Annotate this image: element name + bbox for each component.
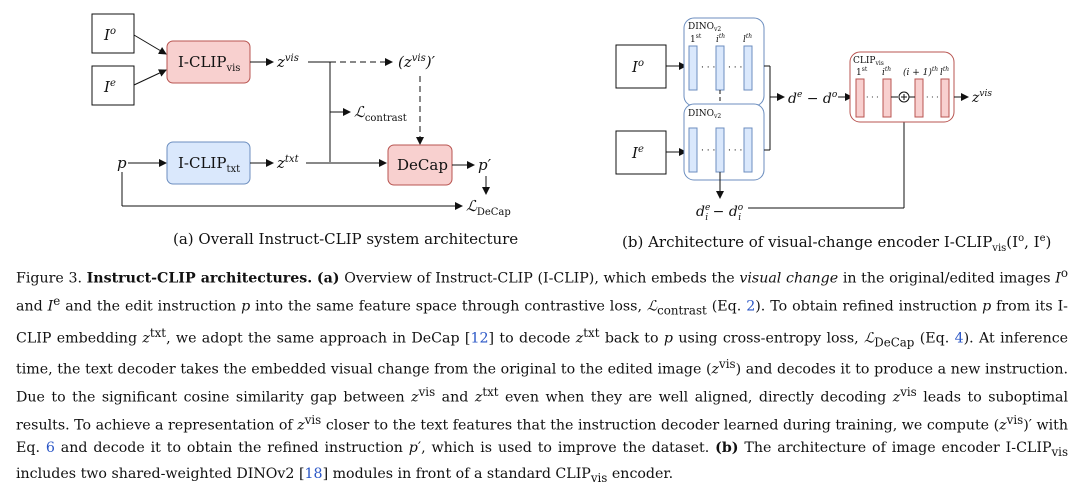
figure-diagrams: Io Ie I-CLIPvis zvis (zvis)′ ℒcontrast p… [91,13,992,223]
dino-top-ith: ith [716,33,725,45]
input-ie-label: Ie [103,78,116,96]
svg-text:· · ·: · · · [701,63,715,73]
panel-b-diagram: Io Ie DINOv2 1st ith lth · · · · · · DIN… [615,17,992,223]
svg-text:lth: lth [940,66,949,78]
input-io-label: Io [103,26,116,44]
panel-a-caption: (a) Overall Instruct-CLIP system archite… [173,230,519,248]
b-input-io-label: Io [631,58,644,76]
z-vis-label: zvis [276,53,299,71]
panel-b-caption: (b) Architecture of visual-change encode… [622,233,1052,254]
dino-top-1st: 1st [690,33,702,45]
iclip-vis-label: I-CLIPvis [178,53,240,74]
svg-text:(i + 1)th: (i + 1)th [903,66,938,78]
ref18-link[interactable]: 18 [304,466,323,483]
dino-top-lth: lth [743,33,752,45]
svg-text:· · ·: · · · [926,93,939,102]
svg-text:· · ·: · · · [701,146,715,156]
ref12-link[interactable]: 12 [470,330,489,347]
panel-a-diagram: Io Ie I-CLIPvis zvis (zvis)′ ℒcontrast p… [91,13,511,218]
z-vis-prime-label: (zvis)′ [398,53,436,71]
eq4-link[interactable]: 4 [954,330,964,347]
figure-caption: Figure 3. Instruct-CLIP architectures. (… [16,266,1069,486]
b-input-ie-label: Ie [631,144,644,162]
iclip-txt-label: I-CLIPtxt [178,154,240,175]
b-z-vis-label: zvis [971,89,992,106]
input-p-label: p [117,154,127,172]
z-txt-label: ztxt [276,154,300,172]
eq2-link[interactable]: 2 [746,298,756,315]
d-diff-label: de − do [788,90,838,107]
p-prime-label: p′ [478,156,492,174]
svg-text:1st: 1st [856,66,868,78]
input-ie-box [91,65,135,106]
loss-decap-label: ℒDeCap [466,197,511,218]
eq6-link[interactable]: 6 [45,440,55,457]
b-input-io-box [615,44,667,89]
svg-text:· · ·: · · · [728,146,742,156]
clip-vis-label: CLIPvis [853,56,884,67]
b-input-ie-box [615,130,667,175]
decap-label: DeCap [397,156,448,174]
svg-text:ith: ith [882,66,891,78]
loss-contrast-label: ℒcontrast [354,103,407,124]
input-io-box [91,13,135,54]
svg-text:· · ·: · · · [866,93,879,102]
dino-top-label: DINOv2 [688,22,721,33]
clip-vis-box [849,51,955,123]
svg-text:· · ·: · · · [728,63,742,73]
dino-bottom-label: DINOv2 [688,109,721,120]
